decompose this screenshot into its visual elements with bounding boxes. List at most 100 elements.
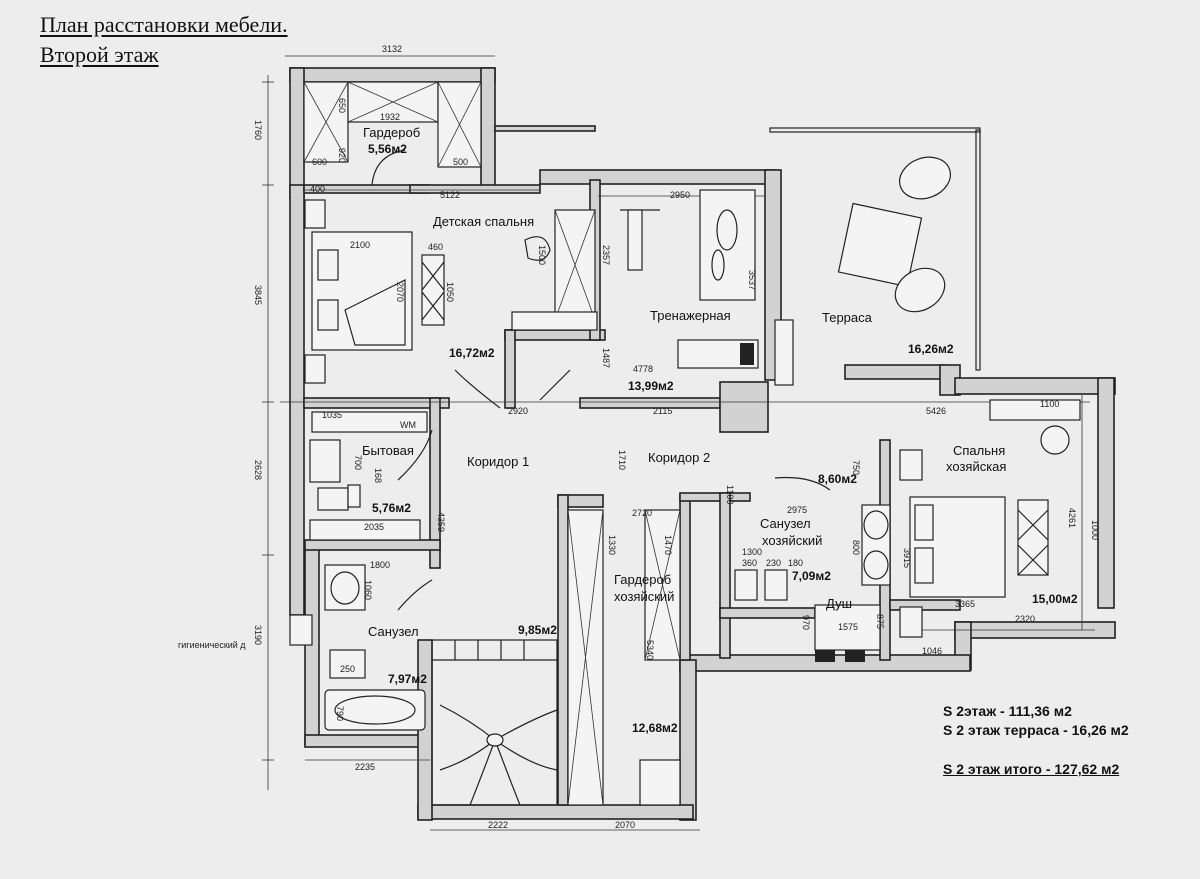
door-swing [539,369,571,401]
dim-970: 970 [801,615,811,630]
dim-2320: 2320 [1015,614,1035,624]
dim-700: 700 [353,455,363,470]
wall-segment [289,67,496,83]
dim-180: 180 [788,558,803,568]
wall-segment [889,599,961,611]
master-bath-area: 7,09м2 [792,569,831,583]
corridor1-name: Коридор 1 [467,454,529,469]
master-wardrobe-area: 12,68м2 [632,721,678,735]
corridor2-area: 8,60м2 [818,472,857,486]
door-swing [371,149,406,186]
hygienic-label: гигиенический д [178,640,246,650]
sink-bowl [863,510,889,540]
wall-segment [480,67,496,189]
dim-400: 400 [310,184,325,194]
dim-2720: 2720 [632,508,652,518]
laundry-counter [311,411,428,433]
dim-4261: 4261 [1067,508,1077,528]
spiral-treads [439,704,558,806]
tumba [304,199,326,229]
dim-3132: 3132 [382,44,402,54]
wall-segment [1097,377,1115,609]
wardrobe-top-name: Гардероб [363,125,420,140]
dim-3537: 3537 [747,270,757,290]
dim-1000: 1000 [1090,520,1100,540]
master-bedroom-name2: хозяйская [946,459,1006,474]
dim-1487: 1487 [601,348,611,368]
rug-pattern [421,261,445,321]
master-bidet [764,569,788,601]
ventilation-shaft [719,381,769,433]
gym-name: Тренажерная [650,308,731,323]
dim-2357: 2357 [601,245,611,265]
dim-230: 230 [766,558,781,568]
wall-segment [429,397,441,569]
summary-total-area: S 2 этаж итого - 127,62 м2 [943,761,1120,777]
dim-360: 360 [742,558,757,568]
laundry-area: 5,76м2 [372,501,411,515]
master-bath-name1: Санузел [760,516,811,531]
dim-4359: 4359 [436,512,446,532]
wall-segment [679,659,697,821]
master-bath-name2: хозяйский [762,533,822,548]
bathroom-name: Санузел [368,624,419,639]
plan-title-line1: План расстановки мебели. [40,12,288,37]
plan-title-line2: Второй этаж [40,42,159,67]
master-desk [989,399,1081,421]
dim-1300: 1300 [742,547,762,557]
laundry-sink [309,439,341,483]
dim-790: 790 [335,706,345,721]
terrace-table [837,202,923,288]
wall-segment [719,492,731,659]
dim-1035: 1035 [322,410,342,420]
wall-segment [844,364,946,380]
wall-segment [409,184,541,194]
master-wardrobe-name1: Гардероб [614,572,671,587]
door-swing [454,369,501,409]
bath-sink-bowl [330,571,360,605]
dim-1760: 1760 [253,120,263,140]
bathtub-inner [334,695,416,725]
blanket [344,279,406,346]
gym-furniture [539,189,759,401]
wall-segment [679,494,691,661]
dim-800: 800 [851,540,861,555]
wall-segment [679,492,751,502]
figure [711,249,725,281]
dim-2222: 2222 [488,820,508,830]
spiral-center [486,733,504,747]
master-rug [1017,499,1049,576]
summary-floor-area: S 2этаж - 111,36 м2 [943,703,1072,719]
pillow [317,299,339,331]
master-bedroom-area: 15,00м2 [1032,592,1078,606]
corridor2-name: Коридор 2 [648,450,710,465]
dim-3190: 3190 [253,625,263,645]
bench-end [740,343,754,365]
nightstand [899,449,923,481]
cabinet-cross [303,81,349,163]
bathroom-furniture [289,564,433,731]
cabinet-cross [437,81,482,168]
terrace-chair [899,156,951,200]
shower-drain [815,650,865,662]
rug-pattern [1017,509,1049,576]
laundry-toilet [317,487,349,511]
master-bedroom-name1: Спальня [953,443,1005,458]
dim-1046: 1046 [922,646,942,656]
wall-segment [557,494,569,806]
gym-area: 13,99м2 [628,379,674,393]
dim-2100: 2100 [350,240,370,250]
desk-chair [1040,425,1070,455]
dim-5122: 5122 [440,190,460,200]
terrace-door-frame [774,319,794,386]
pillow [914,547,934,584]
cabinet-cross [644,509,681,661]
terrace-area: 16,26м2 [908,342,954,356]
kids-bedroom-name: Детская спальня [433,214,534,229]
room-labels: Гардероб 5,56м2 Детская спальня 16,72м2 … [178,125,1078,735]
dim-5426: 5426 [926,406,946,416]
wall-segment [289,184,305,616]
door-swing [397,579,433,611]
laundry-shelf [309,519,421,541]
dim-4778: 4778 [633,364,653,374]
